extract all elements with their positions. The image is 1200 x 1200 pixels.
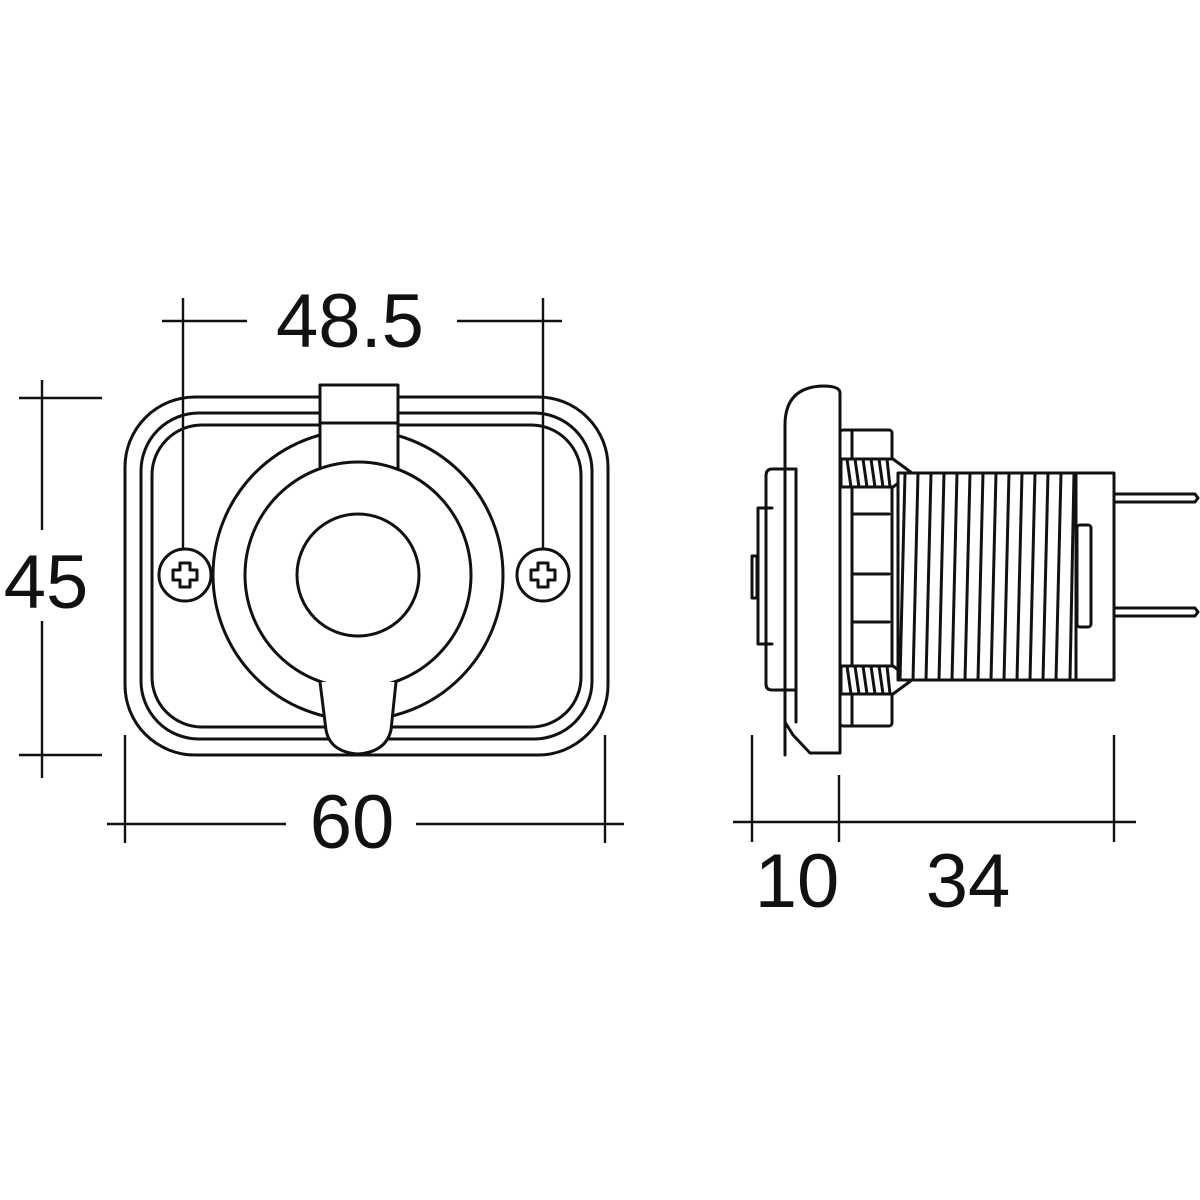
side-view: 10 34 [733, 384, 1200, 924]
dimension-10-34: 10 34 [733, 735, 1136, 924]
dimension-label-height: 45 [4, 540, 89, 625]
socket-inner-ring [243, 460, 473, 690]
dimension-label-mounting-spacing: 48.5 [276, 279, 424, 364]
threaded-stud-bottom [839, 664, 914, 696]
dimension-label-body-depth: 34 [926, 839, 1011, 924]
dimension-45: 45 [4, 380, 102, 778]
phillips-screw-icon [157, 547, 213, 603]
dimension-label-flange-depth: 10 [755, 839, 840, 924]
bezel-profile [783, 384, 842, 755]
dimension-label-width: 60 [310, 780, 395, 865]
phillips-screw-icon [515, 547, 571, 603]
front-view: 48.5 45 60 [4, 279, 624, 865]
dimension-48-5: 48.5 [162, 279, 562, 549]
cap-tab [318, 681, 398, 756]
dimension-60: 60 [107, 735, 624, 865]
terminal-pins [1112, 492, 1200, 618]
socket-hole [295, 512, 421, 638]
threaded-body [896, 471, 1116, 682]
